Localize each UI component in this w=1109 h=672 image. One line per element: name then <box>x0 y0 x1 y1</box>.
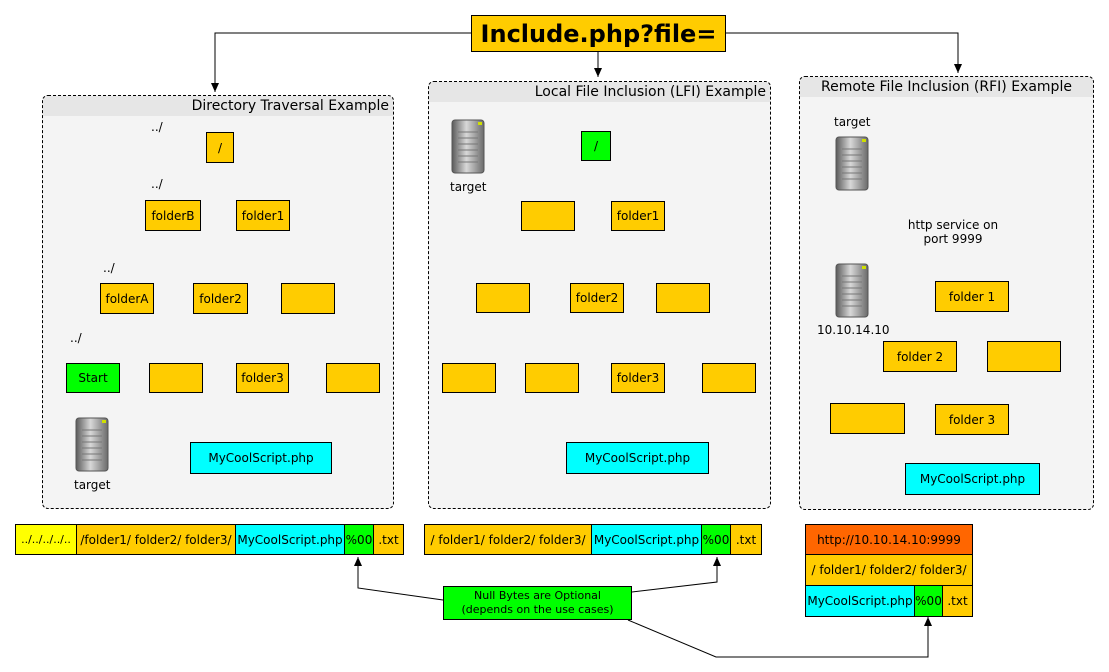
rfi-string-url: http://10.10.14.10:9999 <box>805 524 973 555</box>
diagram-title: Include.php?file= <box>471 15 726 52</box>
rfi-service-line1: http service on <box>907 218 999 232</box>
dot-dot-slash-label: ../ <box>151 177 163 191</box>
lfi-string-nullbyte: %00 <box>701 524 731 555</box>
rfi-string-path: / folder1/ folder2/ folder3/ <box>805 554 973 586</box>
dot-dot-slash-label: ../ <box>70 331 82 345</box>
server-icon <box>835 136 869 191</box>
lfi-empty-node <box>476 283 530 313</box>
note-to-traversal-nullbyte-arrow <box>354 557 444 601</box>
rfi-string-ext: .txt <box>942 585 973 617</box>
lfi-empty-node <box>525 363 579 393</box>
lfi-empty-node <box>702 363 756 393</box>
traversal-empty-node <box>281 283 335 314</box>
rfi-ip-label: 10.10.14.10 <box>817 323 890 337</box>
traversal-target-label: target <box>74 478 111 492</box>
lfi-folder2-node: folder2 <box>570 283 624 313</box>
traversal-folder3-node: folder3 <box>236 363 289 393</box>
rfi-folder2-node: folder 2 <box>883 341 957 372</box>
server-icon <box>451 119 485 174</box>
rfi-script-node: MyCoolScript.php <box>905 463 1040 495</box>
dot-dot-slash-label: ../ <box>103 261 115 275</box>
rfi-folder3-node: folder 3 <box>935 404 1009 435</box>
lfi-empty-node <box>521 201 575 231</box>
lfi-empty-node <box>442 363 496 393</box>
rfi-folder1-node: folder 1 <box>935 281 1009 312</box>
traversal-string-ext: .txt <box>373 524 404 555</box>
title-to-traversal-arrow <box>211 32 471 92</box>
traversal-string-script: MyCoolScript.php <box>235 524 345 555</box>
rfi-panel-title: Remote File Inclusion (RFI) Example <box>800 77 1093 97</box>
note-to-lfi-nullbyte-arrow <box>631 557 721 593</box>
server-icon <box>75 417 109 472</box>
lfi-folder1-node: folder1 <box>611 201 665 231</box>
lfi-empty-node <box>656 283 710 313</box>
rfi-empty-node <box>987 341 1061 372</box>
traversal-folder1-node: folder1 <box>236 200 290 231</box>
title-to-rfi-arrow <box>726 32 962 73</box>
traversal-start-node: Start <box>66 363 120 393</box>
traversal-script-node: MyCoolScript.php <box>190 442 332 474</box>
rfi-empty-node <box>830 403 905 434</box>
traversal-folderb-node: folderB <box>145 200 201 231</box>
lfi-root-node: / <box>581 131 611 161</box>
lfi-string-script: MyCoolScript.php <box>591 524 702 555</box>
traversal-string-nullbyte: %00 <box>344 524 374 555</box>
server-icon <box>835 263 869 318</box>
rfi-string-nullbyte: %00 <box>914 585 943 617</box>
rfi-string-script: MyCoolScript.php <box>805 585 915 617</box>
traversal-empty-node <box>326 363 380 393</box>
traversal-panel-title: Directory Traversal Example <box>43 96 393 116</box>
lfi-string-path: / folder1/ folder2/ folder3/ <box>424 524 592 555</box>
rfi-service-line2: port 9999 <box>923 232 983 246</box>
lfi-panel-title: Local File Inclusion (LFI) Example <box>429 82 770 102</box>
null-byte-note-line2: (depends on the use cases) <box>461 603 614 616</box>
lfi-folder3-node: folder3 <box>611 363 665 393</box>
traversal-string-dots: ../../../../.. <box>15 524 77 555</box>
null-byte-note-line1: Null Bytes are Optional <box>474 589 601 602</box>
traversal-empty-node <box>149 363 203 393</box>
traversal-foldera-node: folderA <box>100 283 154 314</box>
lfi-string-ext: .txt <box>730 524 762 555</box>
traversal-string-path: /folder1/ folder2/ folder3/ <box>76 524 236 555</box>
note-to-rfi-nullbyte-arrow <box>627 617 932 658</box>
rfi-service-label: http service on port 9999 <box>900 218 1006 246</box>
rfi-target-label: target <box>834 115 871 129</box>
lfi-script-node: MyCoolScript.php <box>566 442 709 474</box>
dot-dot-slash-label: ../ <box>151 120 163 134</box>
null-byte-note: Null Bytes are Optional (depends on the … <box>443 586 632 620</box>
traversal-root-node: / <box>206 132 234 163</box>
traversal-folder2-node: folder2 <box>193 283 248 314</box>
lfi-target-label: target <box>450 180 487 194</box>
